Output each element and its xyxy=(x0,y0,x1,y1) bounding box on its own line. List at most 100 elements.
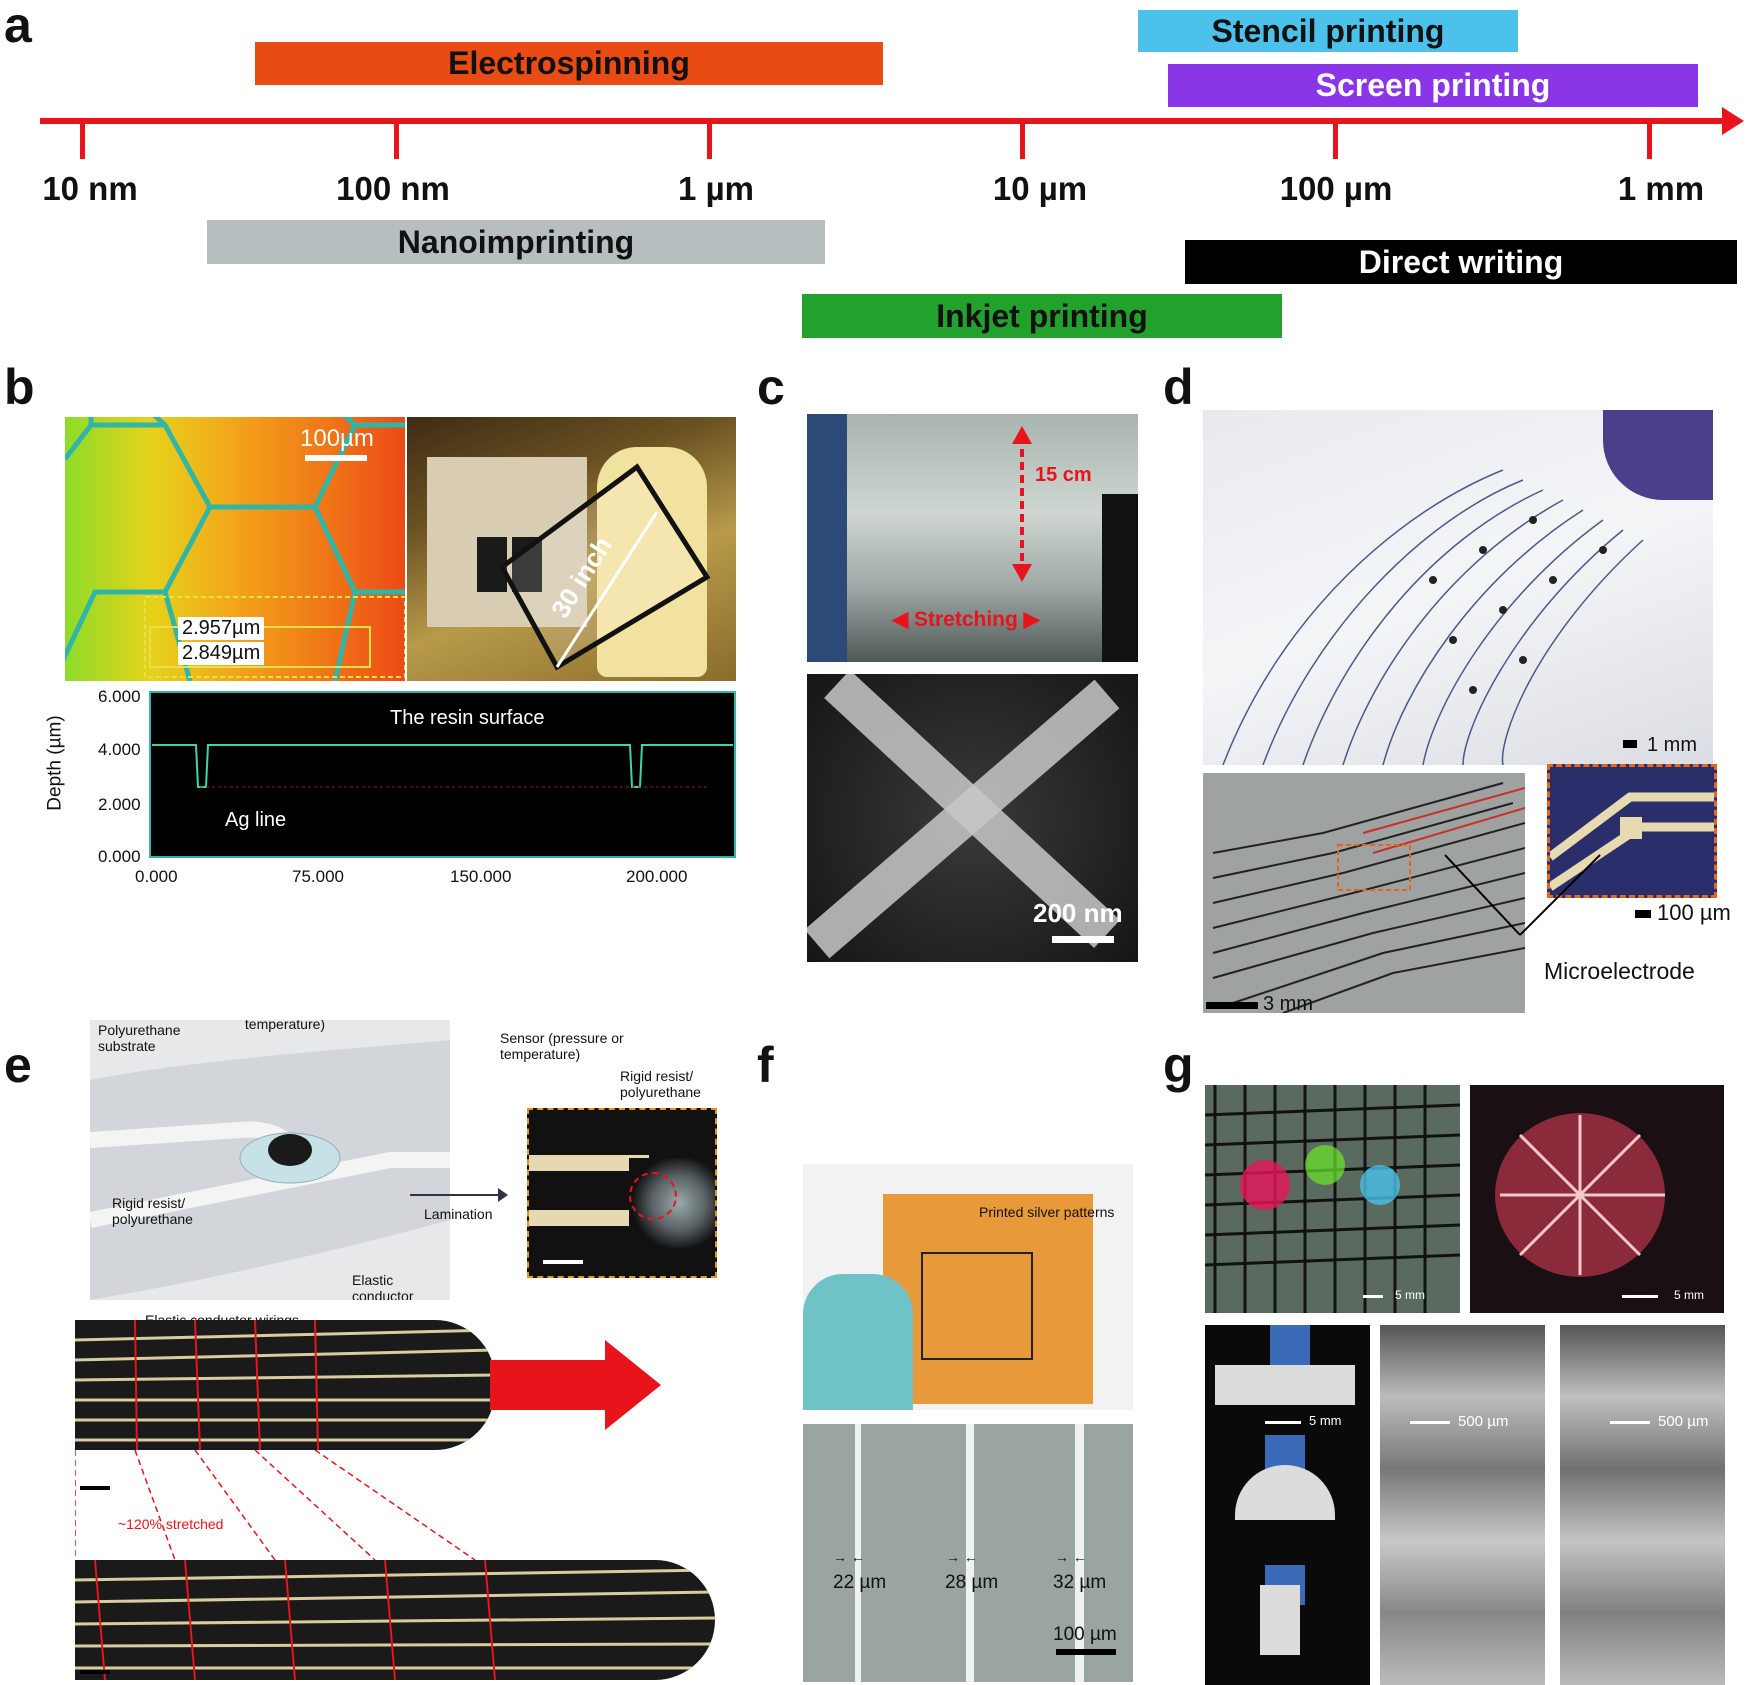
y-tick-label: 4.000 xyxy=(98,740,141,759)
sensor-schematic: Polyurethane substrate Sensor (pressure … xyxy=(90,1020,450,1300)
scale-bar xyxy=(1206,1002,1258,1009)
scale-bar xyxy=(1610,1421,1650,1424)
printed-line xyxy=(966,1424,974,1682)
scale-bar xyxy=(80,1670,110,1674)
glove xyxy=(803,1274,913,1410)
panel-label-d: d xyxy=(1163,359,1194,415)
scale-label: 100 µm xyxy=(1053,1624,1117,1645)
flat-sample xyxy=(1215,1365,1355,1405)
scale-label: 3 mm xyxy=(1263,993,1313,1013)
machine xyxy=(427,457,587,627)
electrode-lines xyxy=(1212,782,1525,1013)
stretch-arrow-body xyxy=(490,1360,610,1410)
stretch-guide-lines xyxy=(75,1450,476,1560)
scale-label: 5 mm xyxy=(1674,1288,1704,1302)
nanoimprinting-label: Nanoimprinting xyxy=(397,223,635,260)
axis-arrow-icon xyxy=(1722,107,1744,135)
direct-writing-label: Direct writing xyxy=(1358,243,1564,280)
tick-mark xyxy=(1020,121,1025,159)
arrow-icon: → ← xyxy=(1055,1549,1087,1565)
screen-printing-bar: Screen printing xyxy=(1168,64,1698,107)
scale-label: 100 µm xyxy=(1657,900,1731,925)
x-tick-label: 75.000 xyxy=(292,867,344,886)
arrow-head-icon xyxy=(498,1188,508,1202)
tick-label: 1 µm xyxy=(678,170,754,207)
scale-label: 5 mm xyxy=(1395,1288,1425,1302)
microelectrode-label: Microelectrode xyxy=(1544,958,1695,984)
rigid-resist-label: Rigid resist/ polyurethane xyxy=(112,1195,193,1227)
folded-sample xyxy=(1260,1585,1300,1655)
tick-label: 10 nm xyxy=(42,170,138,207)
x-tick-label: 200.000 xyxy=(626,867,688,886)
width-label: 32 µm xyxy=(1053,1572,1107,1593)
scale-bar xyxy=(1056,1649,1116,1655)
led-mesh-photo: 5 mm xyxy=(1205,1085,1460,1313)
plot-area xyxy=(149,691,736,858)
tick-label: 100 nm xyxy=(336,170,450,207)
screen-printing-label: Screen printing xyxy=(1315,67,1551,103)
zoom-traces xyxy=(1550,792,1714,891)
tick-mark xyxy=(394,121,399,159)
panel-label-g: g xyxy=(1163,1037,1194,1093)
y-tick-label: 0.000 xyxy=(98,847,141,866)
scale-label: 5 mm xyxy=(1309,1413,1342,1428)
tick-mark xyxy=(1647,121,1652,159)
panel-label-a: a xyxy=(4,0,32,53)
y-axis-label: Depth (µm) xyxy=(44,715,66,811)
stretch-arrows xyxy=(1012,426,1032,582)
measurement-label: 2.957µm xyxy=(178,617,265,640)
y-tick-label: 2.000 xyxy=(98,795,141,814)
scale-label: 100µm xyxy=(300,425,374,452)
film-outline xyxy=(498,463,711,671)
tick-label: 1 mm xyxy=(1617,170,1705,207)
sensor-label: Sensor (pressure or temperature) xyxy=(244,1020,326,1032)
led-grid xyxy=(1205,1085,1460,1313)
scale-bar xyxy=(80,1486,110,1490)
scale-bar xyxy=(1623,740,1637,748)
ag-line-annotation: Ag line xyxy=(225,809,287,831)
stretching-text: Stretching xyxy=(913,608,1018,631)
inkjet-printing-label: Inkjet printing xyxy=(936,297,1148,334)
tick-mark xyxy=(1333,121,1338,159)
electrode-traces xyxy=(1222,469,1644,765)
glove-left xyxy=(807,414,847,662)
scale-bar xyxy=(1265,1421,1301,1424)
electrode-array-photo: 3 mm xyxy=(1203,773,1525,1013)
sem-cross-image: 200 nm xyxy=(807,674,1138,962)
scale-bar xyxy=(1052,936,1114,943)
nanoimprinting-bar: Nanoimprinting xyxy=(207,220,825,264)
stretched-wirings xyxy=(75,1560,715,1680)
arrow-icon: → ← xyxy=(946,1549,978,1565)
sensor-ring xyxy=(629,1172,677,1220)
scale-label: 500 µm xyxy=(1658,1413,1709,1430)
resin-annotation: The resin surface xyxy=(390,707,545,729)
panel-label-b: b xyxy=(4,359,35,415)
printed-lines-sem: → ← → ← → ← 22 µm 28 µm 32 µm 100 µm xyxy=(803,1424,1133,1682)
cleanroom-photo: 30 inch xyxy=(407,417,736,681)
x-tick-label: 150.000 xyxy=(450,867,512,886)
stretching-photo: 15 cm ◀ Stretching ▶ xyxy=(807,414,1138,662)
tick-label: 10 µm xyxy=(992,170,1088,207)
glove-right xyxy=(1102,494,1138,662)
panel-label-e: e xyxy=(4,1037,32,1093)
bending-photos: 5 mm xyxy=(1205,1325,1370,1685)
silver-pattern-photo: Printed silver patterns xyxy=(803,1164,1133,1410)
sensor-closeup xyxy=(527,1108,717,1278)
pattern-box xyxy=(921,1252,1033,1360)
x-tick-label: 0.000 xyxy=(135,867,178,886)
scale-axis xyxy=(40,118,1725,124)
scale-bar xyxy=(1622,1295,1658,1298)
electrospinning-bar: Electrospinning xyxy=(255,42,883,85)
scale-label: 500 µm xyxy=(1458,1413,1509,1430)
trace xyxy=(529,1155,649,1171)
height-label: 15 cm xyxy=(1035,464,1092,486)
measurement-label: 2.849µm xyxy=(178,642,265,665)
microelectrode-pointer xyxy=(1444,854,1601,936)
elastic-conductor-label: Elastic conductor xyxy=(352,1272,414,1300)
stretched-glove-photo xyxy=(75,1560,715,1680)
width-label: 28 µm xyxy=(945,1572,999,1593)
printed-line xyxy=(855,1424,861,1682)
stretching-label: ◀ Stretching ▶ xyxy=(892,608,1040,631)
rigid-closeup-label: Rigid resist/ polyurethane xyxy=(620,1068,701,1100)
hexagon-mesh-image: 100µm 2.957µm 2.849µm xyxy=(65,417,405,681)
